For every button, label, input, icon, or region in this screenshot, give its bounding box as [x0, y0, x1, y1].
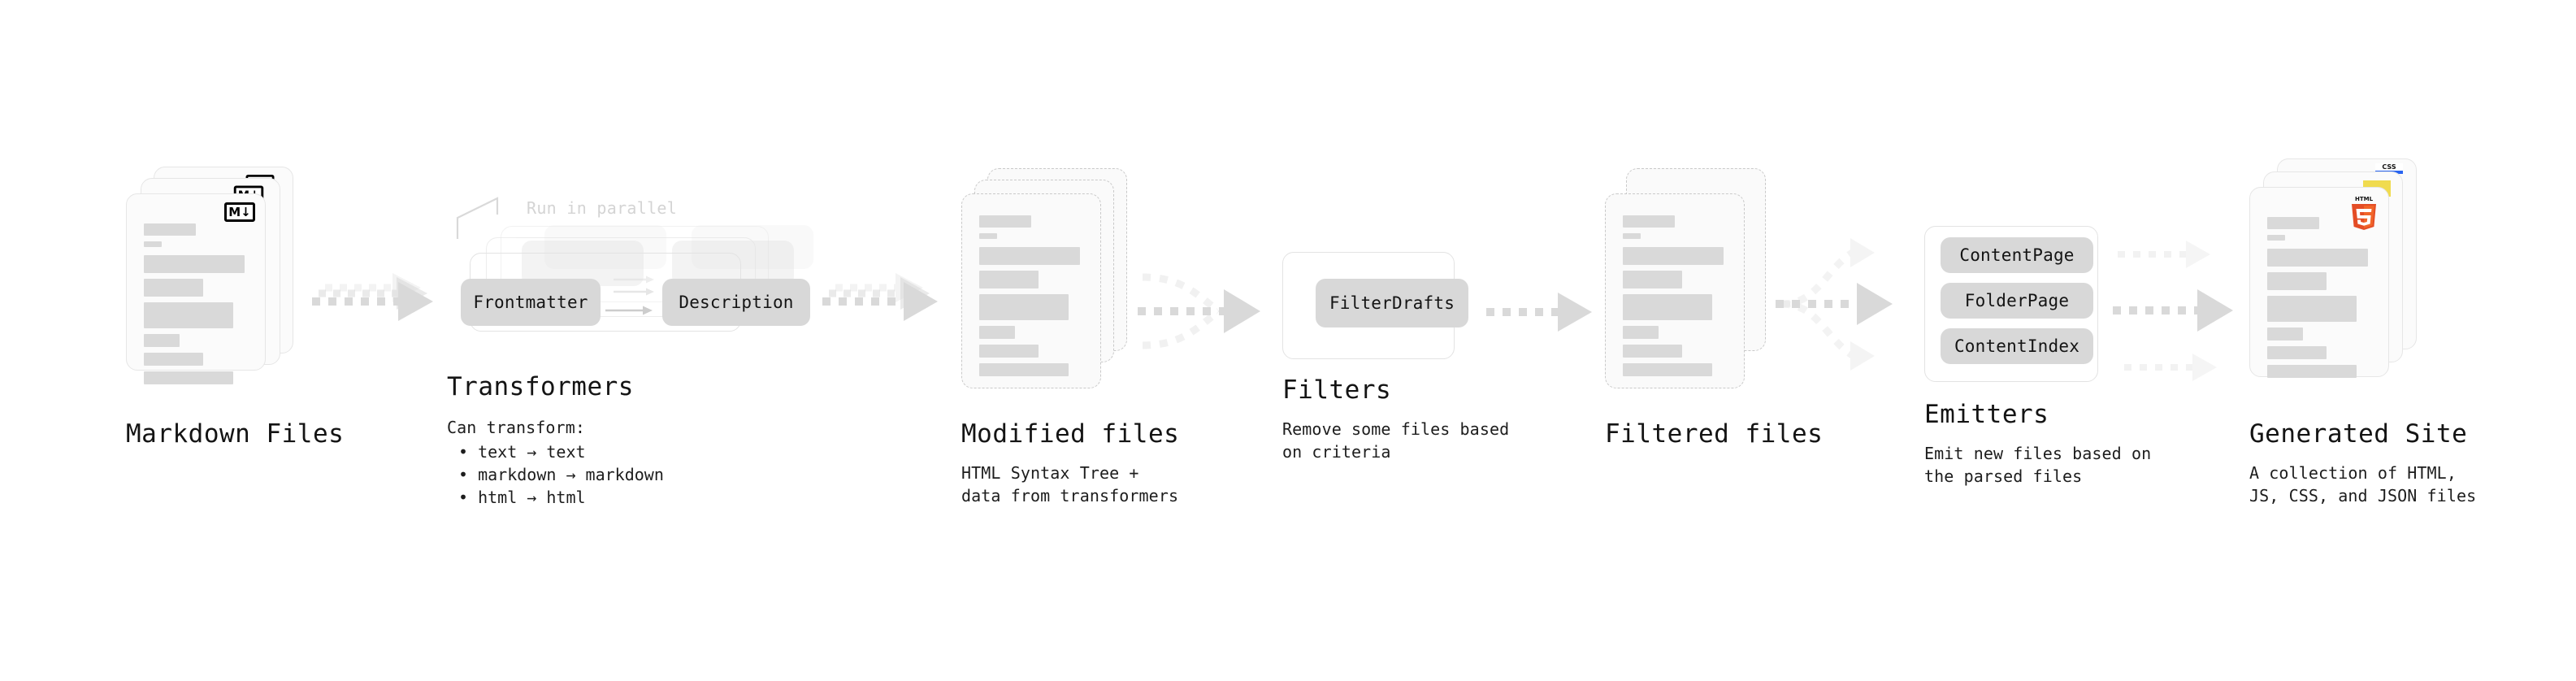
doc-line [144, 241, 162, 247]
arrow-transformers-to-modified [821, 268, 967, 358]
doc-line [1623, 215, 1675, 228]
modified-files-title: Modified files [961, 419, 1180, 449]
filters-title: Filters [1282, 375, 1392, 405]
doc-line [1623, 363, 1712, 376]
modified-files-subtitle: HTML Syntax Tree + data from transformer… [961, 463, 1179, 505]
generated-site-title: Generated Site [2249, 419, 2468, 449]
transformer-inner-arrow-main [605, 302, 657, 319]
generated-card-front: HTML [2249, 187, 2389, 378]
arrow-markdown-to-transformers [307, 268, 470, 358]
doc-line [144, 334, 180, 347]
doc-line [2267, 346, 2327, 359]
generated-site-stack: CSS HTML [2249, 158, 2444, 378]
doc-line [2267, 327, 2303, 340]
bullet-item: • markdown → markdown [458, 465, 664, 484]
transformers-box-back-2 [501, 225, 813, 302]
doc-line [144, 279, 203, 297]
merge-arrow-icon [1138, 273, 1260, 349]
doc-line [2267, 235, 2285, 241]
dotted-arrow-icon [822, 273, 938, 321]
transformers-box-back-1 [486, 237, 794, 317]
bullet-item: • text → text [458, 442, 586, 462]
doc-line [2267, 272, 2327, 290]
transformer-node-description[interactable]: Description [662, 279, 810, 326]
emitters-title: Emitters [1924, 400, 2049, 429]
svg-text:HTML: HTML [2355, 196, 2374, 202]
doc-line [2267, 217, 2319, 229]
doc-line [1623, 326, 1659, 339]
filters-subtitle: Remove some files based on criteria [1282, 419, 1510, 462]
filtered-files-label-group: Filtered files [1605, 419, 1823, 449]
filters-label-group: Filters Remove some files based on crite… [1282, 375, 1509, 463]
parallel-bracket-icon [456, 197, 499, 239]
emitter-node-contentindex[interactable]: ContentIndex [1941, 328, 2093, 364]
arrow-emitters-to-site [2113, 232, 2292, 387]
doc-line [979, 363, 1069, 376]
emitters-subtitle: Emit new files based on the parsed files [1924, 444, 2152, 486]
filtered-files-stack [1605, 168, 1792, 388]
doc-line [1623, 233, 1641, 239]
modified-files-stack [961, 168, 1148, 388]
doc-line [2267, 249, 2368, 267]
doc-line [1623, 271, 1682, 288]
arrow-icon [605, 306, 653, 315]
arrow-filtered-to-emitters [1776, 234, 1938, 380]
doc-line [979, 215, 1031, 228]
markdown-files-label-group: Markdown Files [126, 419, 344, 449]
doc-line [144, 255, 245, 273]
fanout-arrow-icon [1776, 238, 1893, 371]
bullet-item: • html → html [458, 488, 586, 507]
modified-card-front [961, 193, 1101, 388]
arrow-modified-to-filters [1134, 265, 1289, 362]
doc-line [979, 294, 1069, 320]
pill-placeholder [522, 241, 644, 286]
transformers-label-group: Transformers Can transform: • text → tex… [447, 372, 664, 509]
doc-line [979, 233, 997, 239]
doc-line [979, 247, 1080, 265]
markdown-badge-icon: M↓ [224, 202, 255, 222]
transformer-inner-arrows-ghost [614, 275, 662, 307]
filtered-files-title: Filtered files [1605, 419, 1824, 449]
html5-badge-icon: HTML [2348, 194, 2380, 233]
arrow-filters-to-filtered [1483, 286, 1613, 343]
arrow-icon [614, 275, 654, 296]
markdown-files-title: Markdown Files [126, 419, 345, 449]
transformers-bullet-list: • text → text • markdown → markdown • ht… [447, 440, 664, 509]
doc-line [1623, 247, 1724, 265]
filtered-card-front [1605, 193, 1745, 388]
emitters-box [1924, 226, 2098, 382]
generated-site-subtitle: A collection of HTML, JS, CSS, and JSON … [2249, 463, 2477, 505]
doc-line [979, 345, 1039, 358]
generated-site-label-group: Generated Site A collection of HTML, JS,… [2249, 419, 2476, 507]
emitter-node-folderpage[interactable]: FolderPage [1941, 283, 2093, 319]
transformers-title: Transformers [447, 372, 634, 401]
doc-line [144, 353, 203, 366]
markdown-card-front: M↓ [126, 193, 266, 384]
transformer-node-frontmatter[interactable]: Frontmatter [461, 279, 601, 326]
doc-line [144, 371, 233, 384]
doc-line [144, 223, 196, 236]
doc-line [2267, 365, 2357, 378]
pill-placeholder [544, 225, 666, 269]
doc-line [1623, 294, 1712, 320]
modified-files-label-group: Modified files HTML Syntax Tree + data f… [961, 419, 1179, 507]
doc-line [2267, 296, 2357, 322]
dotted-arrow-icon [312, 273, 433, 321]
markdown-files-stack: M↓ M↓ M↓ [126, 167, 313, 384]
emitter-node-contentpage[interactable]: ContentPage [1941, 237, 2093, 273]
dotted-arrow-icon [1486, 293, 1592, 332]
doc-line [979, 271, 1039, 288]
doc-line [144, 302, 233, 328]
doc-line [1623, 345, 1682, 358]
parallel-bracket-group [455, 193, 561, 242]
run-in-parallel-annotation: Run in parallel [527, 198, 678, 218]
dotted-arrow-icon [2113, 241, 2233, 381]
doc-line [979, 326, 1015, 339]
filter-node-filterdrafts[interactable]: FilterDrafts [1316, 279, 1468, 327]
transformers-subtitle: Can transform: [447, 418, 585, 437]
emitters-label-group: Emitters Emit new files based on the par… [1924, 400, 2151, 488]
